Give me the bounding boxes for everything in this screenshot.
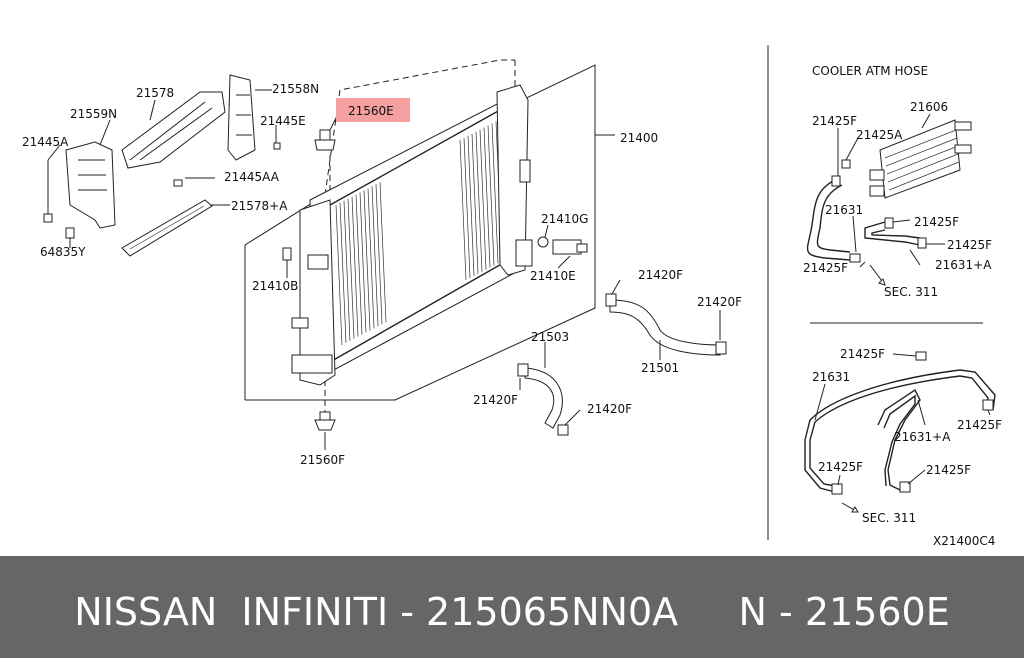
core-fin — [479, 129, 487, 270]
label-sec311-b: SEC. 311 — [862, 511, 916, 525]
core-fin — [371, 186, 379, 327]
oil-cooler-21606 — [869, 119, 972, 199]
label-21445AA: 21445AA — [224, 170, 280, 184]
core-fin — [375, 184, 383, 325]
section-title: COOLER ATM HOSE — [812, 64, 928, 78]
label-c21425A: 21425A — [856, 128, 903, 142]
part-labels: 21578 21558N 21560E 21559N 21445E 21445A… — [22, 64, 1002, 548]
hose-21503 — [517, 363, 569, 436]
seal-21578A — [121, 199, 213, 257]
highlight-21560E — [336, 98, 410, 122]
label-c21425F-b: 21425F — [914, 215, 959, 229]
cap-21560E — [314, 129, 336, 151]
label-21578A: 21578+A — [231, 199, 288, 213]
label-c21425F-c: 21425F — [947, 238, 992, 252]
hose-21501 — [605, 293, 727, 356]
core-fin — [483, 127, 491, 268]
core-fin — [335, 204, 343, 346]
core-fin — [355, 194, 363, 335]
label-21410G: 21410G — [541, 212, 588, 226]
label-21420F-c: 21420F — [473, 393, 518, 407]
label-21578: 21578 — [136, 86, 174, 100]
core-fin — [487, 125, 495, 266]
parts-diagram: 21578 21558N 21560E 21559N 21445E 21445A… — [22, 45, 1003, 548]
label-21501: 21501 — [641, 361, 679, 375]
core-fin — [359, 192, 367, 333]
label-c21631: 21631 — [825, 203, 863, 217]
mount-21560F — [314, 411, 336, 431]
lower-right-leaders — [814, 353, 991, 513]
air-guide-21578 — [121, 91, 226, 169]
label-21560E: 21560E — [348, 104, 394, 118]
label-21420F-b: 21420F — [697, 295, 742, 309]
core-fin — [467, 135, 475, 276]
core-fin — [471, 133, 479, 274]
core-fin — [367, 188, 375, 329]
core-fins-left — [335, 182, 387, 346]
air-guide-21558N — [227, 74, 256, 161]
label-c21631A: 21631+A — [935, 258, 992, 272]
core-fin — [491, 123, 499, 264]
core-fin — [343, 200, 351, 341]
label-21559N: 21559N — [70, 107, 117, 121]
small-fasteners — [43, 142, 292, 261]
core-fin — [459, 139, 467, 281]
label-21445E: 21445E — [260, 114, 306, 128]
upper-right-leaders — [837, 113, 945, 286]
label-21503: 21503 — [531, 330, 569, 344]
label-21400: 21400 — [620, 131, 658, 145]
banner-text: NISSAN INFINITI - 215065NN0A N - 21560E — [74, 590, 950, 634]
label-21420F-a: 21420F — [638, 268, 683, 282]
hose-21631A-upper — [864, 217, 927, 249]
label-21410B: 21410B — [252, 279, 298, 293]
core-fin — [347, 198, 355, 339]
label-c21606: 21606 — [910, 100, 948, 114]
core-fin — [379, 182, 387, 323]
label-sec311-a: SEC. 311 — [884, 285, 938, 299]
label-l21425F-d: 21425F — [926, 463, 971, 477]
drawing-code: X21400C4 — [933, 534, 995, 548]
core-fin — [351, 196, 359, 337]
core-fin — [475, 131, 483, 272]
air-guide-21559N — [65, 141, 116, 229]
hose-21631A-lower — [877, 388, 921, 493]
label-21420F-d: 21420F — [587, 402, 632, 416]
drain-plug — [537, 236, 588, 255]
label-21560F: 21560F — [300, 453, 345, 467]
label-21558N: 21558N — [272, 82, 319, 96]
label-l21631A: 21631+A — [894, 430, 951, 444]
label-c21425F-a: 21425F — [812, 114, 857, 128]
core-fin — [339, 202, 347, 343]
label-l21631: 21631 — [812, 370, 850, 384]
core-fin — [463, 137, 471, 278]
radiator-core — [291, 84, 533, 386]
label-c21425F-d: 21425F — [803, 261, 848, 275]
label-l21425F-b: 21425F — [957, 418, 1002, 432]
hose-21631-upper — [806, 159, 861, 263]
label-64835Y: 64835Y — [40, 245, 86, 259]
label-21410E: 21410E — [530, 269, 576, 283]
part-number-banner: NISSAN INFINITI - 215065NN0A N - 21560E — [0, 556, 1024, 658]
core-fin — [363, 190, 371, 331]
label-21445A: 21445A — [22, 135, 69, 149]
label-l21425F-c: 21425F — [818, 460, 863, 474]
label-l21425F-a: 21425F — [840, 347, 885, 361]
